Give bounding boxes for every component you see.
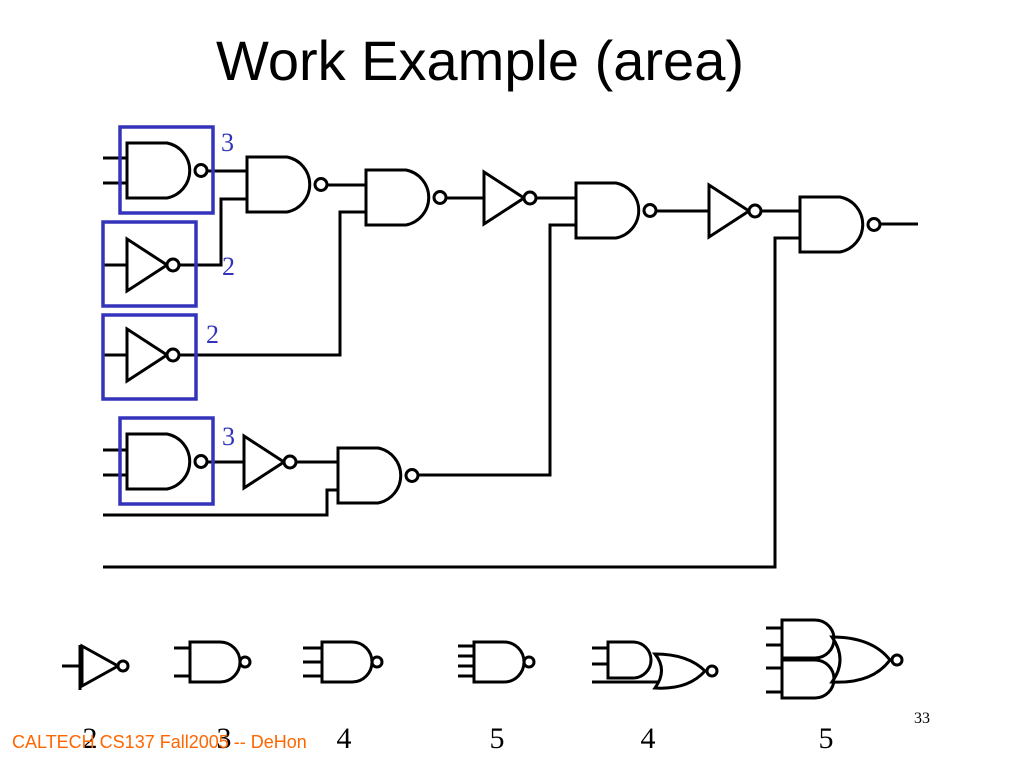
cost-label-1: 2 [82, 722, 98, 755]
legend-and-nor [592, 640, 719, 690]
nand-gate-b [245, 155, 329, 214]
legend-and-and-nor [766, 618, 904, 700]
inverter-gate-c [125, 237, 181, 293]
inverter-gate-h [707, 183, 763, 239]
nand-gate-a [125, 141, 209, 200]
legend-nand3 [303, 640, 384, 684]
page-number: 33 [914, 710, 930, 727]
nand-gate-e [364, 168, 448, 227]
inverter-gate-k [242, 434, 298, 490]
nand-gate-j [125, 432, 209, 491]
highlight-box-1 [118, 125, 215, 215]
legend-nand2 [174, 640, 252, 684]
footer-text: CALTECH CS137 Fall2005 -- DeHon [12, 732, 307, 752]
nand-gate-l [336, 446, 420, 505]
circuit-wires [103, 156, 918, 569]
cost-label-2: 3 [216, 722, 232, 755]
annotation-2: 2 [222, 252, 235, 281]
legend-nand4 [458, 640, 536, 684]
nand-gate-g [574, 181, 658, 240]
cost-label-4: 5 [489, 722, 505, 755]
nand-gate-i [798, 195, 882, 254]
slide-title: Work Example (area) [215, 29, 744, 92]
annotation-1: 3 [221, 128, 234, 157]
legend-inverter [62, 644, 130, 690]
inverter-gate-f [482, 170, 538, 226]
annotation-3: 2 [206, 320, 219, 349]
highlight-box-4 [118, 416, 215, 506]
cost-label-5: 4 [640, 722, 656, 755]
inverter-gate-d [125, 327, 181, 383]
annotation-4: 3 [222, 422, 235, 451]
cost-label-6: 5 [818, 722, 834, 755]
highlight-box-3 [101, 313, 198, 401]
highlight-box-2 [101, 220, 198, 308]
cost-label-3: 4 [336, 722, 352, 755]
